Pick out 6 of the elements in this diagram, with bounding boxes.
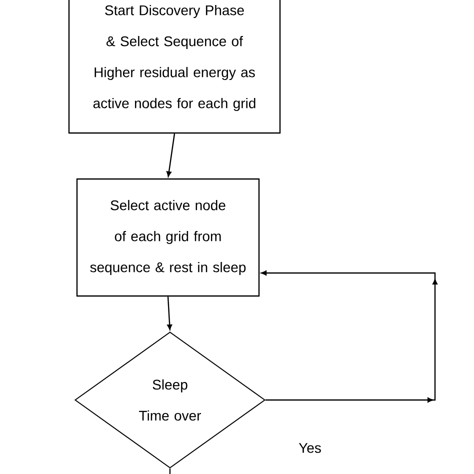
edge-label: Yes [298, 443, 321, 453]
arrow [167, 296, 172, 330]
arrow [166, 134, 176, 177]
process-box: Select active node of each grid from sequence & rest in sleep [76, 178, 260, 297]
arrow [261, 270, 438, 402]
process-box: Start Discovery Phase & Select Sequence of Higher residual energy as active nodes for each grid [68, 0, 281, 134]
